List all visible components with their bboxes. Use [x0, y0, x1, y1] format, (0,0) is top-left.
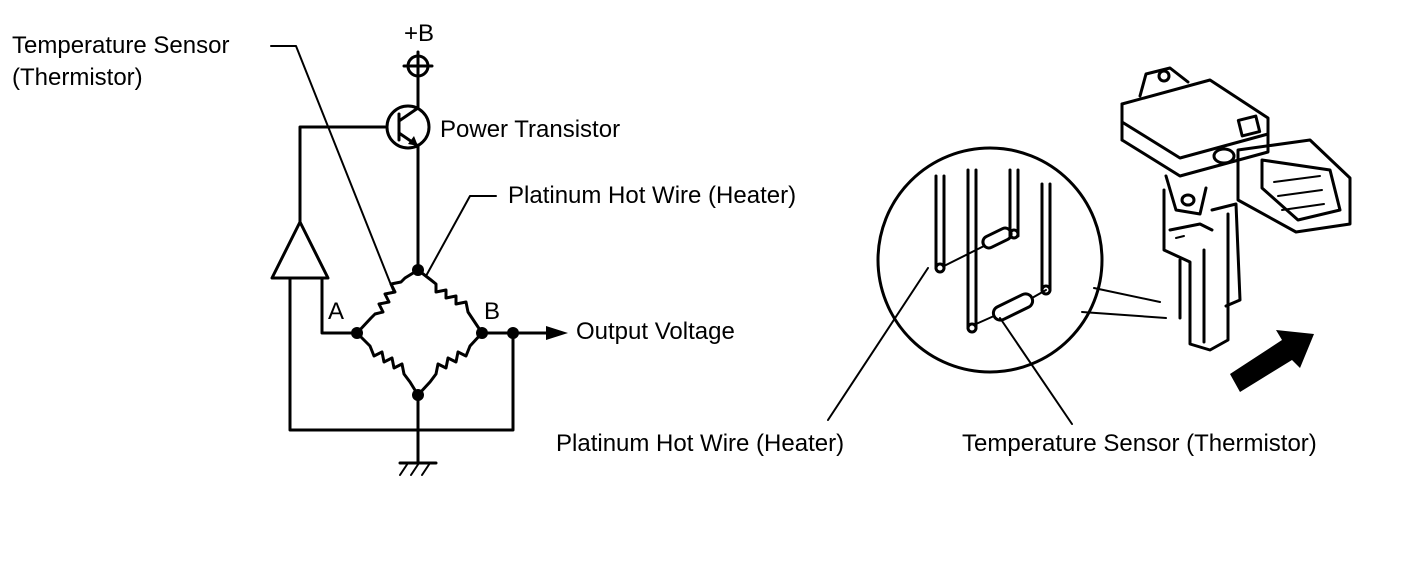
power-transistor-symbol: [385, 104, 431, 150]
output-arrow-icon: [546, 326, 568, 340]
temp-sensor-label-line1: Temperature Sensor: [12, 32, 230, 59]
illustration-hot-wire-label: Platinum Hot Wire (Heater): [556, 430, 845, 457]
hot-wire-illustration-leader-line: [827, 267, 929, 421]
hot-wire-leader-line: [425, 195, 497, 277]
node-top-dot: [412, 264, 424, 276]
ground-icon: [398, 461, 438, 476]
amplifier-symbol: [270, 220, 330, 280]
output-voltage-label: Output Voltage: [576, 318, 735, 345]
illustration-temp-sensor-label: Temperature Sensor (Thermistor): [962, 430, 1317, 457]
node-b-label: B: [484, 298, 501, 325]
thermistor-illustration-leader-line: [999, 317, 1073, 425]
bridge-resistor-lower-left: [355, 331, 420, 397]
circuit-schematic: [270, 45, 568, 476]
hot-wire-element: [934, 226, 1020, 274]
mass-airflow-sensor-housing: [1120, 66, 1352, 352]
power-transistor-label: Power Transistor: [440, 116, 621, 143]
supply-label: +B: [404, 20, 435, 47]
thermistor-element: [966, 284, 1052, 334]
feedback-wire: [288, 276, 515, 432]
circuit-hot-wire-label: Platinum Hot Wire (Heater): [508, 182, 797, 209]
temp-sensor-label-line2: (Thermistor): [12, 64, 143, 91]
airflow-arrow-icon: [1230, 330, 1314, 392]
sensor-illustration: [827, 66, 1352, 425]
magnifier-connector-lower: [1081, 311, 1167, 319]
bridge-resistor-lower-right: [416, 331, 484, 397]
magnifier-connector-upper: [1093, 287, 1161, 303]
base-wire: [298, 125, 387, 224]
hot-wire-resistor: [416, 268, 484, 335]
node-a-wire: [320, 276, 359, 335]
magnifier-circle: [876, 146, 1104, 374]
node-a-dot: [351, 327, 363, 339]
temp-sensor-leader-line: [270, 45, 394, 291]
thermistor-resistor: [355, 268, 420, 335]
node-a-label: A: [328, 298, 345, 325]
